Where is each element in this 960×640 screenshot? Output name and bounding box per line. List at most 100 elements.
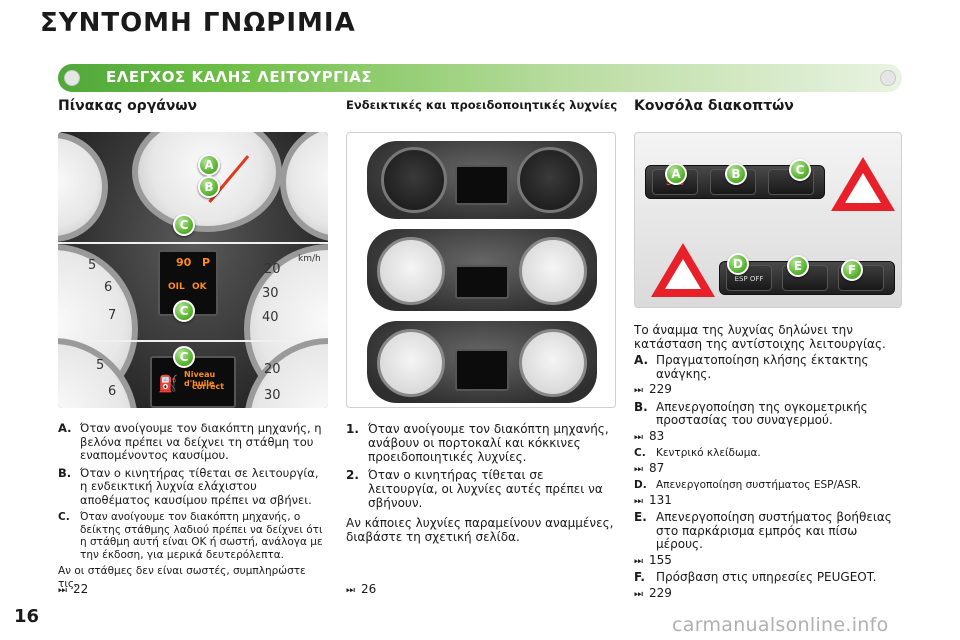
cluster-gauge [519, 329, 587, 397]
callout-c: C [173, 214, 195, 236]
col3-entry-b: B. Απενεργοποίηση της ογκομετρικής προστ… [634, 399, 904, 428]
cluster-2 [367, 229, 597, 311]
divider-2 [58, 340, 328, 342]
gauge-tachometer-top [58, 132, 108, 242]
item-text: Όταν ανοίγουμε τον διακόπτη μηχανής, η β… [80, 421, 322, 462]
col3-entry-a: A. Πραγματοποίηση κλήσης έκτακτης ανάγκη… [634, 353, 904, 381]
callout-a: A [198, 154, 220, 176]
item-label: 2. [346, 468, 359, 482]
fast-forward-icon: ⏭ [634, 385, 643, 396]
item-text: Όταν ανοίγουμε τον διακόπτη μηχανής, ανά… [368, 422, 609, 464]
item-text: Όταν ο κινητήρας τίθεται σε λειτουργία, … [368, 468, 603, 510]
fast-forward-icon: ⏭ [634, 463, 643, 475]
col1-heading: Πίνακας οργάνων [58, 98, 198, 114]
watermark: carmanualsonline.info [672, 614, 889, 636]
banner-title: ΕΛΕΓΧΟΣ ΚΑΛΗΣ ΛΕΙΤΟΥΡΓΙΑΣ [106, 68, 373, 86]
col3-entry-c: C. Κεντρικό κλείδωμα. [634, 447, 904, 460]
col3-ref-e: ⏭155 [634, 553, 904, 569]
hazard-inner [845, 173, 881, 203]
col3-ref-c: ⏭ 87 [634, 460, 904, 477]
cluster-gauge [519, 237, 587, 305]
tick-label: 5 [96, 358, 105, 373]
item-label: B. [634, 399, 648, 414]
ref-page: 87 [649, 460, 665, 475]
bot-lcd: ⛽ Niveau d'huile correct [150, 356, 236, 408]
cluster-gauge [377, 329, 445, 397]
warning-lamps-image [346, 132, 616, 408]
col3-heading: Κονσόλα διακοπτών [634, 98, 794, 114]
col2-ref: ⏭ 26 [346, 582, 376, 596]
banner-right-dot [880, 70, 896, 86]
tick-label: 6 [104, 280, 113, 295]
col3-ref-f: ⏭ 229 [634, 585, 904, 602]
item-text: Απενεργοποίηση συστήματος ESP/ASR. [656, 479, 862, 491]
cluster-gauge [377, 237, 445, 305]
ref-page: 22 [73, 582, 89, 596]
item-text: Όταν ο κινητήρας τίθεται σε λειτουργία, … [80, 465, 319, 507]
tick-label: 30 [262, 286, 279, 301]
lcd-correct: correct [192, 382, 225, 391]
tick-label: 30 [264, 388, 281, 403]
switch-console-image: SOS ESP OFF A B C D E F [634, 132, 902, 308]
callout-e: E [787, 255, 809, 277]
ref-page: 229 [649, 585, 672, 600]
callout-c: C [173, 346, 195, 368]
col2-note: Αν κάποιες λυχνίες παραμείνουν αναμμένες… [346, 516, 614, 544]
lcd-ok: OK [192, 282, 207, 292]
tick-label: 20 [264, 362, 281, 377]
item-text: Πρόσβαση στις υπηρεσίες PEUGEOT. [656, 570, 877, 584]
callout-d: D [727, 253, 749, 275]
callout-b: B [725, 163, 747, 185]
tick-label: 5 [88, 258, 97, 273]
item-label: C. [58, 511, 70, 523]
tick-label: 20 [264, 262, 281, 277]
section-banner: ΕΛΕΓΧΟΣ ΚΑΛΗΣ ΛΕΙΤΟΥΡΓΙΑΣ [58, 64, 902, 92]
col2-text: 1. Όταν ανοίγουμε τον διακόπτη μηχανής, … [346, 422, 616, 544]
item-text: Κεντρικό κλείδωμα. [656, 447, 761, 459]
cluster-gauge [381, 147, 447, 213]
hazard-icon-top [831, 157, 895, 211]
fast-forward-icon: ⏭ [634, 555, 643, 567]
cluster-1 [367, 141, 597, 219]
instrument-panel-image: 5 6 7 km/h 20 30 40 90 P OIL OK 5 6 20 3… [58, 132, 328, 408]
col3-ref-b: ⏭83 [634, 428, 904, 445]
item-label: C. [634, 447, 646, 459]
lcd-p: P [202, 256, 211, 269]
item-text: Όταν ανοίγουμε τον διακόπτη μηχανής, ο δ… [80, 511, 323, 561]
col3-entry-f: F. Πρόσβαση στις υπηρεσίες PEUGEOT. [634, 570, 904, 585]
ref-page: 131 [649, 492, 672, 507]
hazard-inner [665, 259, 701, 289]
callout-f: F [841, 259, 863, 281]
col1-item-a: A. Όταν ανοίγουμε τον διακόπτη μηχανής, … [58, 421, 328, 463]
item-text: Απενεργοποίηση συστήματος βοήθειας στο π… [656, 510, 892, 551]
col2-heading: Ενδεικτικές και προειδοποιητικές λυχνίες [346, 98, 618, 112]
callout-c: C [789, 159, 811, 181]
item-label: E. [634, 510, 647, 524]
callout-a: A [665, 163, 687, 185]
lcd-oil: OIL [168, 282, 185, 292]
page-title: ΣΥΝΤΟΜΗ ΓΝΩΡΙΜΙΑ [40, 8, 356, 38]
page-number: 16 [14, 606, 40, 627]
fast-forward-icon: ⏭ [634, 588, 643, 600]
gauge-speedometer-top [280, 132, 328, 242]
item-label: F. [634, 570, 645, 584]
ref-page: 83 [649, 428, 665, 443]
fast-forward-icon: ⏭ [346, 585, 355, 596]
item-label: 1. [346, 422, 359, 436]
cluster-3 [367, 321, 597, 403]
item-text: Πραγματοποίηση κλήσης έκτακτης ανάγκης. [656, 353, 869, 381]
hazard-icon-bottom [651, 243, 715, 297]
col1-note: Αν οι στάθμες δεν είναι σωστές, συμπληρώ… [58, 565, 306, 590]
item-label: D. [634, 479, 647, 491]
ref-page: 26 [361, 582, 377, 596]
fast-forward-icon: ⏭ [58, 585, 67, 596]
lcd-temp: 90 [176, 256, 192, 269]
col2-item-2: 2. Όταν ο κινητήρας τίθεται σε λειτουργί… [346, 468, 616, 510]
banner-left-dot [64, 70, 80, 86]
tick-label: 40 [262, 310, 279, 325]
col3-intro: Το άναμμα της λυχνίας δηλώνει την κατάστ… [634, 323, 886, 351]
callout-b: B [198, 176, 220, 198]
callout-c: C [173, 300, 195, 322]
gauge-fuel [132, 132, 282, 232]
col3-ref-a: ⏭229 [634, 382, 904, 398]
